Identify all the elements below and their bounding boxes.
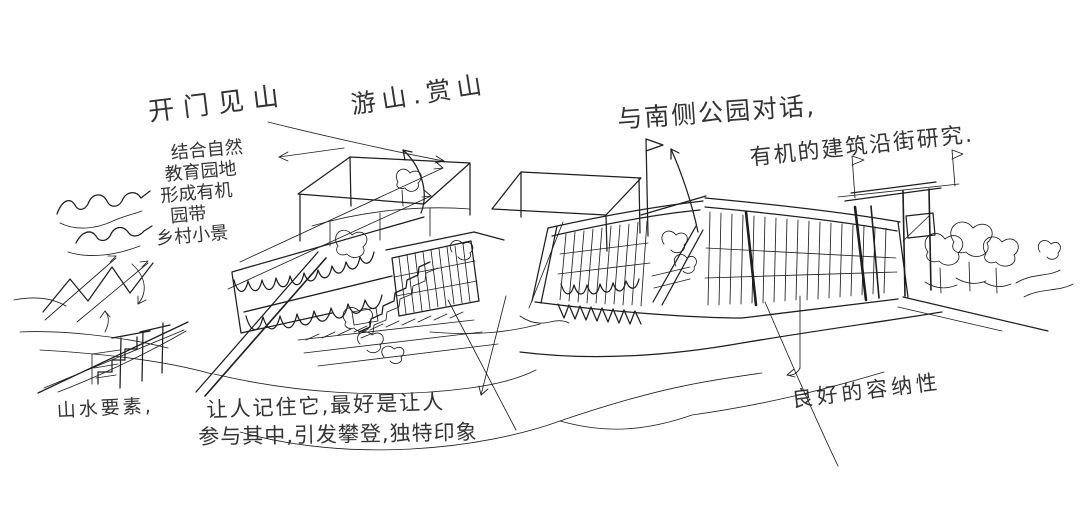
ground-lines-left-sketch <box>13 297 213 375</box>
ground-lines-right-sketch <box>239 301 943 467</box>
left-building-cluster-sketch <box>195 138 664 397</box>
note-left-concept-block: 结合自然 教育园地 形成有机 园带 乡村小景 <box>155 137 251 250</box>
terrace-steps-sketch <box>37 310 189 394</box>
note-memorable-line-2: 参与其中,引发攀登,独特印象 <box>198 420 478 449</box>
mountain-sketch <box>42 255 154 323</box>
trees-sketch <box>897 221 1074 332</box>
annotation-arrows-left <box>227 121 517 431</box>
right-building-cluster-sketch <box>528 149 964 325</box>
annotation-arrows-right <box>670 148 801 378</box>
water-waves-sketch <box>56 190 153 256</box>
note-landscape-elements: 山水要素, <box>56 394 155 422</box>
